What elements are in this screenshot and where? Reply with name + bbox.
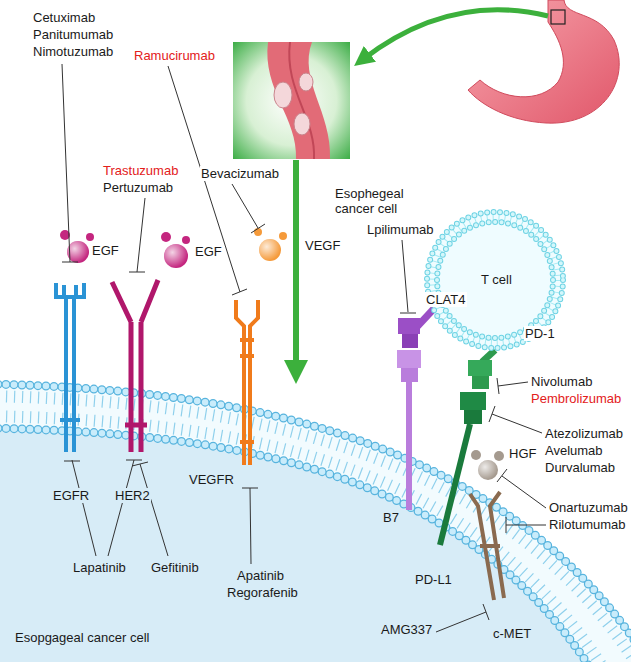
drug-label: Rilotumumab	[548, 517, 627, 532]
b7-ligand	[397, 350, 421, 368]
drug-label: Esophegeal cancer cell	[334, 186, 420, 216]
hgf-ligand	[478, 460, 498, 480]
hgf-ligand	[471, 450, 481, 460]
ctla4-receptor	[398, 318, 420, 334]
target-label: VEGFR	[188, 472, 235, 487]
target-label: EGFR	[52, 488, 90, 503]
lipid-heads	[437, 222, 553, 338]
egf-ligand	[86, 233, 94, 241]
vegf-ligand	[259, 239, 281, 261]
inhibitor-line	[506, 517, 546, 533]
inhibitor-line	[242, 488, 258, 564]
vegf-ligand	[254, 228, 262, 236]
drug-label: Nivolumab	[530, 374, 593, 389]
drug-label: Bevacizumab	[200, 166, 280, 181]
drug-label: Durvalumab	[544, 460, 616, 475]
vegf-ligand	[259, 239, 281, 261]
target-label: PD-L1	[414, 572, 453, 587]
target-label: HER2	[114, 488, 151, 503]
zoom-marker	[551, 10, 565, 24]
drug-label: Pertuzumab	[102, 180, 174, 195]
drug-label: EGF	[91, 243, 120, 258]
ctla4-receptor	[402, 334, 418, 348]
stomach	[468, 0, 619, 123]
inhibitor-line	[132, 462, 168, 556]
vegfr-receptor	[236, 300, 258, 465]
drug-label: Trastuzumab	[102, 163, 179, 178]
inhibitor-line	[232, 184, 265, 233]
hgf-ligand	[494, 451, 504, 461]
inhibitor-line	[436, 604, 489, 632]
target-label: Apatinib	[236, 568, 285, 583]
egfr-receptor	[56, 283, 84, 452]
pdl1-ligand	[464, 410, 482, 424]
drug-label: Lpilimumab	[366, 222, 434, 237]
drug-label: Atezolizumab	[544, 426, 624, 441]
inhibitor-line	[497, 378, 528, 394]
cell-body	[427, 212, 563, 348]
zoom-box	[233, 42, 350, 159]
target-label: B7	[382, 510, 400, 525]
pd1-receptor	[472, 376, 489, 389]
egf-ligand	[164, 244, 188, 268]
lipid-heads	[437, 222, 553, 338]
inhibitor-line	[489, 406, 542, 433]
cmet-receptor	[470, 492, 504, 600]
esophagus-fold	[289, 42, 314, 159]
egf-ligand	[161, 232, 171, 242]
her2-receptor	[112, 280, 158, 452]
egf-ligand	[164, 244, 188, 268]
target-label: AMG337	[380, 622, 433, 637]
pdl1-ligand	[460, 392, 486, 410]
lipid-tails	[432, 217, 558, 343]
esophagus-tissue	[267, 42, 330, 159]
drug-label: Cetuximab	[32, 10, 96, 25]
membrane-band	[0, 384, 631, 662]
pdl1-ligand	[440, 424, 470, 545]
target-label: Gefitinib	[150, 560, 200, 575]
tumor	[274, 82, 292, 108]
lipid-heads	[0, 384, 631, 662]
egf-ligand	[182, 236, 190, 244]
inhibitor-line	[129, 198, 145, 272]
b7-ligand	[401, 368, 418, 382]
drug-label: HGF	[508, 446, 537, 461]
lipid-heads	[427, 212, 563, 348]
lipid-heads	[0, 428, 610, 662]
lipid-heads	[427, 212, 563, 348]
lipid-tails	[0, 416, 620, 662]
target-label: Esopgageal cancer cell	[14, 630, 150, 645]
drug-label: Nimotuzumab	[32, 44, 114, 59]
tumor	[294, 113, 310, 135]
inhibitor-line	[400, 240, 416, 313]
target-label: Lapatinib	[72, 560, 127, 575]
inhibitor-line	[64, 460, 142, 556]
zoom-arrow	[362, 10, 548, 60]
down-arrow	[293, 160, 299, 372]
cell-interior	[0, 384, 631, 662]
drug-label: VEGF	[304, 238, 341, 253]
cell-name: T cell	[481, 272, 512, 287]
drug-label: Pembrolizumab	[530, 391, 622, 406]
drug-label: PD-1	[524, 326, 556, 341]
vegf-ligand	[279, 232, 287, 240]
drug-label: Panitumumab	[32, 27, 114, 42]
lipid-heads	[0, 428, 610, 662]
target-label: Regorafenib	[226, 585, 299, 600]
b7-ligand	[406, 382, 412, 510]
drug-label: EGF	[194, 244, 223, 259]
drug-label: CLAT4	[425, 292, 467, 307]
hgf-ligand	[478, 460, 498, 480]
drug-label: Avelumab	[544, 443, 604, 458]
drug-label: Ramucirumab	[133, 48, 216, 63]
tumor	[299, 73, 313, 91]
lipid-heads	[0, 384, 631, 662]
inhibitor-line	[62, 64, 78, 262]
inhibitor-line	[497, 469, 546, 508]
target-label: c-MET	[492, 626, 532, 641]
pd1-receptor	[468, 360, 492, 376]
drug-label: Onartuzumab	[548, 500, 629, 515]
